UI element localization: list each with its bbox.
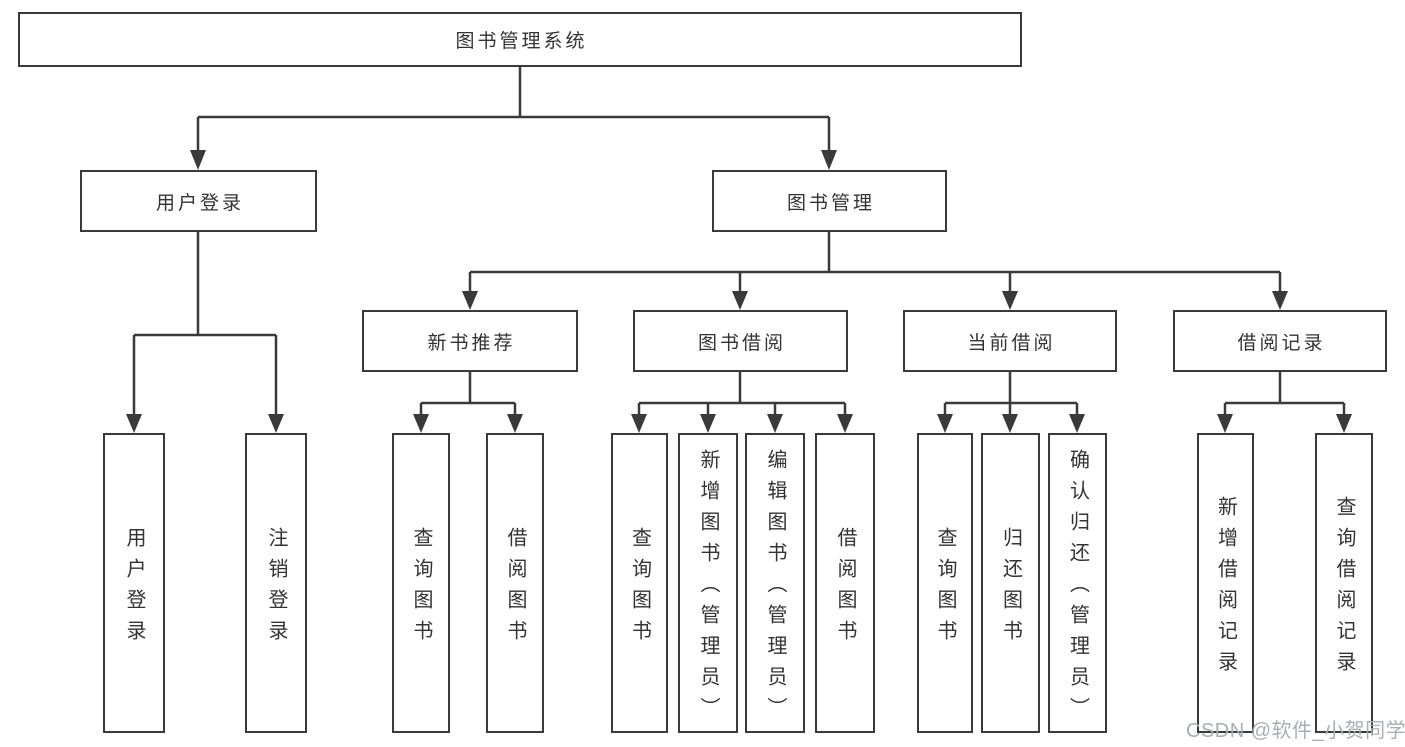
node-label: 图书管理系统 bbox=[455, 31, 588, 52]
node-label: 查询图书 bbox=[628, 526, 651, 651]
leaf-query-borrow-record: 查询借阅记录 bbox=[1315, 433, 1373, 733]
node-label: 用户登录 bbox=[123, 526, 145, 651]
node-new-book-recommend: 新书推荐 bbox=[362, 310, 578, 372]
node-label: 新增图书（管理员） bbox=[697, 449, 719, 728]
node-book-management: 图书管理 bbox=[712, 170, 947, 232]
node-library-system: 图书管理系统 bbox=[18, 12, 1022, 67]
node-label: 查询借阅记录 bbox=[1333, 495, 1355, 682]
node-label: 图书借阅 bbox=[697, 332, 786, 354]
watermark: CSDN @软件_小贺同学 bbox=[1186, 720, 1405, 742]
node-label: 借阅图书 bbox=[834, 526, 856, 651]
leaf-borrow-books: 借阅图书 bbox=[815, 433, 875, 733]
node-borrow-records: 借阅记录 bbox=[1173, 310, 1387, 372]
node-label: 新增借阅记录 bbox=[1214, 495, 1237, 682]
node-label: 借阅记录 bbox=[1237, 332, 1326, 354]
node-label: 归还图书 bbox=[999, 526, 1022, 651]
node-user-login: 用户登录 bbox=[80, 170, 317, 232]
node-label: 用户登录 bbox=[155, 192, 244, 214]
leaf-borrow-books-recommend: 借阅图书 bbox=[486, 433, 544, 733]
node-label: 确认归还（管理员） bbox=[1066, 449, 1089, 728]
leaf-query-books-current: 查询图书 bbox=[917, 433, 973, 733]
node-label: 当前借阅 bbox=[967, 332, 1056, 354]
leaf-query-books-borrow: 查询图书 bbox=[611, 433, 668, 733]
node-book-borrow: 图书借阅 bbox=[633, 310, 848, 372]
node-label: 编辑图书（管理员） bbox=[764, 449, 786, 728]
leaf-user-login: 用户登录 bbox=[103, 433, 165, 733]
node-label: 新书推荐 bbox=[427, 332, 516, 354]
node-label: 借阅图书 bbox=[504, 526, 526, 651]
leaf-logout: 注销登录 bbox=[245, 433, 307, 733]
node-label: 图书管理 bbox=[786, 192, 875, 214]
node-label: 查询图书 bbox=[934, 526, 956, 651]
leaf-edit-book-admin: 编辑图书（管理员） bbox=[745, 433, 805, 733]
arrowhead-icon bbox=[126, 150, 1352, 433]
leaf-return-book: 归还图书 bbox=[981, 433, 1040, 733]
leaf-confirm-return-admin: 确认归还（管理员） bbox=[1048, 433, 1107, 733]
node-label: 查询图书 bbox=[410, 526, 432, 651]
leaf-add-borrow-record: 新增借阅记录 bbox=[1197, 433, 1254, 733]
leaf-query-books-recommend: 查询图书 bbox=[392, 433, 450, 733]
leaf-add-book-admin: 新增图书（管理员） bbox=[678, 433, 738, 733]
node-current-borrow: 当前借阅 bbox=[903, 310, 1117, 372]
node-label: 注销登录 bbox=[265, 526, 287, 651]
